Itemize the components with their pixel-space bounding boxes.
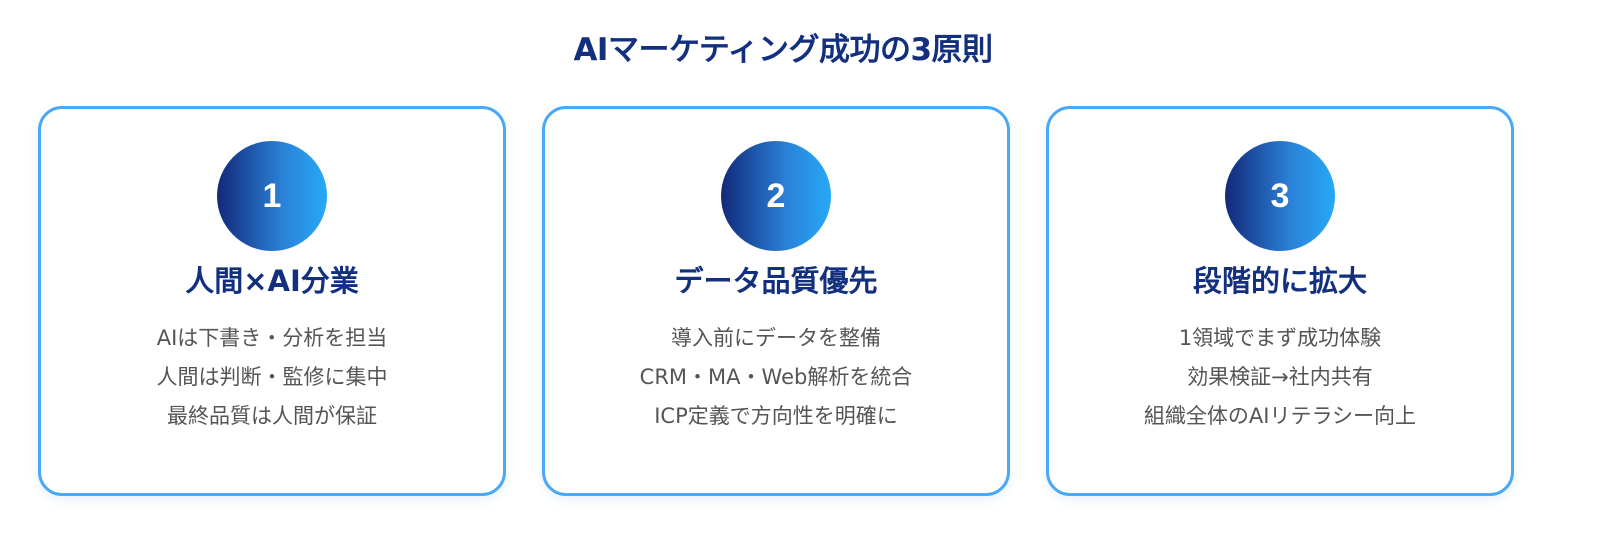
- description-line: AIは下書き・分析を担当: [156, 326, 388, 350]
- description-line: 導入前にデータを整備: [671, 326, 881, 350]
- description-line: ICP定義で方向性を明確に: [654, 404, 898, 428]
- card-description: AIは下書き・分析を担当 人間は判断・監修に集中 最終品質は人間が保証: [41, 319, 503, 436]
- principles-container: 1 人間×AI分業 AIは下書き・分析を担当 人間は判断・監修に集中 最終品質は…: [38, 106, 1514, 496]
- description-line: 効果検証→社内共有: [1187, 365, 1373, 389]
- description-line: CRM・MA・Web解析を統合: [639, 365, 913, 389]
- number-badge: 3: [1225, 141, 1335, 251]
- description-line: 最終品質は人間が保証: [167, 404, 377, 428]
- description-line: 人間は判断・監修に集中: [156, 365, 388, 389]
- principle-card-1: 1 人間×AI分業 AIは下書き・分析を担当 人間は判断・監修に集中 最終品質は…: [38, 106, 506, 496]
- page-title: AIマーケティング成功の3原則: [573, 32, 993, 68]
- card-description: 導入前にデータを整備 CRM・MA・Web解析を統合 ICP定義で方向性を明確に: [545, 319, 1007, 436]
- principle-card-2: 2 データ品質優先 導入前にデータを整備 CRM・MA・Web解析を統合 ICP…: [542, 106, 1010, 496]
- card-heading: 段階的に拡大: [1192, 264, 1367, 298]
- number-badge: 1: [217, 141, 327, 251]
- description-line: 組織全体のAIリテラシー向上: [1143, 404, 1417, 428]
- card-description: 1領域でまず成功体験 効果検証→社内共有 組織全体のAIリテラシー向上: [1049, 319, 1511, 436]
- number-badge: 2: [721, 141, 831, 251]
- principle-card-3: 3 段階的に拡大 1領域でまず成功体験 効果検証→社内共有 組織全体のAIリテラ…: [1046, 106, 1514, 496]
- card-heading: 人間×AI分業: [185, 264, 359, 298]
- description-line: 1領域でまず成功体験: [1178, 326, 1382, 350]
- card-heading: データ品質優先: [674, 264, 878, 298]
